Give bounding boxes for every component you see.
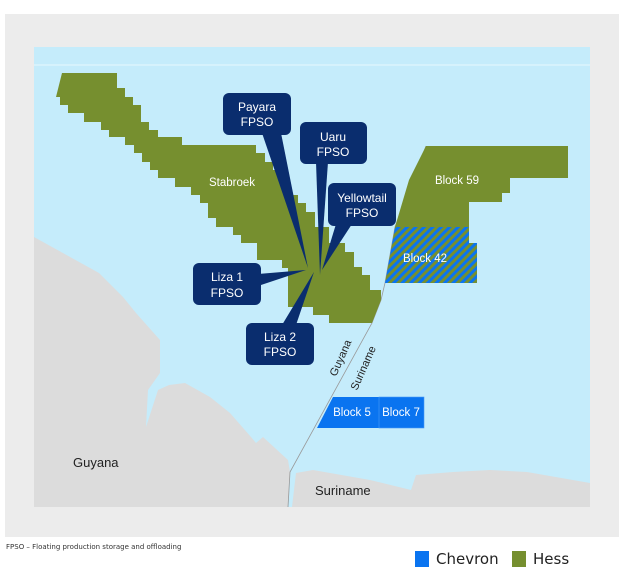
callout-title: Liza 2 [264,330,296,344]
liza-2-pointer [282,272,314,325]
callout-title: Payara [238,100,276,114]
yellowtail-callout [328,183,396,226]
callout-title: Uaru [320,130,346,144]
legend-label: Chevron [436,550,499,568]
callout-subtitle: FPSO [211,286,244,300]
uaru-callout [300,122,367,164]
legend-label: Hess [533,550,570,568]
liza-1-callout [193,263,261,305]
callout-title: Liza 1 [211,270,243,284]
uaru-pointer [316,162,328,275]
callout-title: Yellowtail [337,191,387,205]
suriname-land [292,470,590,507]
block-59-label: Block 59 [435,175,479,187]
block-59[interactable] [395,146,568,227]
chevron-swatch [415,551,429,567]
legend-hess: Hess [512,550,569,568]
block-42[interactable] [385,227,477,283]
block-5-label: Block 5 [333,407,371,419]
callout-subtitle: FPSO [346,206,379,220]
liza-1-pointer [258,270,306,286]
block-7-label: Block 7 [382,407,420,419]
guyana-land [34,237,290,507]
country-label-guyana: Guyana [73,455,119,470]
payara-pointer [262,133,308,268]
callout-subtitle: FPSO [241,115,274,129]
block-5[interactable] [317,397,379,428]
footnote: FPSO – Floating production storage and o… [6,543,182,551]
stabroek-block[interactable] [56,73,381,323]
payara-callout [223,93,291,135]
legend-chevron: Chevron [415,550,499,568]
liza-2-callout [246,323,314,365]
stabroek-label: Stabroek [209,177,255,189]
yellowtail-pointer [322,224,352,270]
block-42-label: Block 42 [403,253,447,265]
callout-subtitle: FPSO [317,145,350,159]
block-7[interactable] [378,396,425,429]
callout-subtitle: FPSO [264,345,297,359]
country-label-suriname: Suriname [315,483,371,498]
hess-swatch [512,551,526,567]
